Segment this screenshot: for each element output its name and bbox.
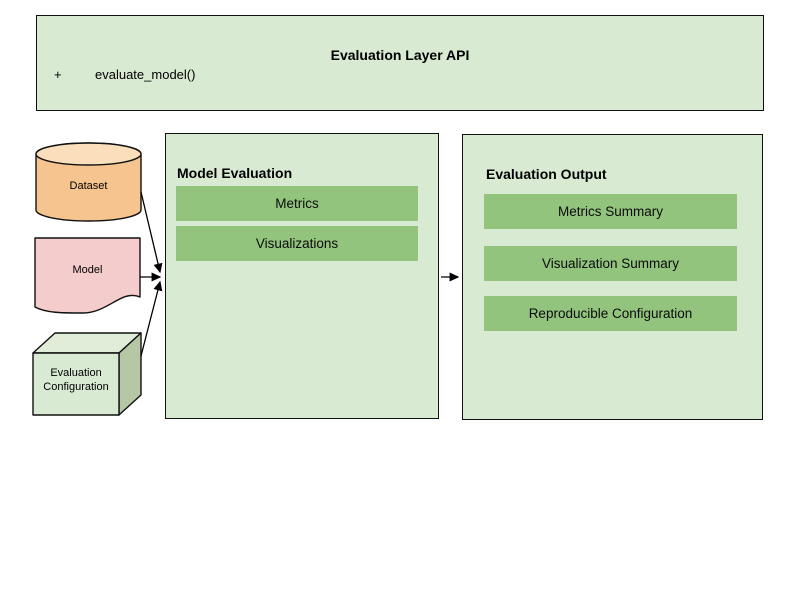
dataset-label: Dataset: [69, 180, 108, 192]
model-evaluation-node: Model Evaluation Metrics Visualizations: [165, 133, 439, 419]
arrow-configuration-to-model-evaluation: [140, 280, 163, 357]
model-evaluation-title: Model Evaluation: [177, 165, 293, 181]
evaluation-configuration-label: Evaluation Configuration: [43, 367, 109, 393]
evaluate-model-method-label: evaluate_model(): [95, 67, 196, 82]
evaluation-layer-api-node: Evaluation Layer API + evaluate_model(): [36, 15, 764, 111]
visualizations-bar: Visualizations: [176, 226, 418, 261]
evaluation-output-title: Evaluation Output: [486, 166, 607, 182]
evaluation-output-node: Evaluation Output Metrics Summary Visual…: [462, 134, 763, 420]
reproducible-configuration-bar: Reproducible Configuration: [484, 296, 737, 331]
metrics-bar: Metrics: [176, 186, 418, 221]
evaluation-layer-api-title: Evaluation Layer API: [330, 47, 470, 63]
arrow-dataset-to-model-evaluation: [140, 191, 163, 274]
visualization-summary-bar: Visualization Summary: [484, 246, 737, 281]
model-label: Model: [72, 264, 103, 276]
metrics-summary-bar: Metrics Summary: [484, 194, 737, 229]
method-visibility-marker: +: [54, 67, 62, 82]
